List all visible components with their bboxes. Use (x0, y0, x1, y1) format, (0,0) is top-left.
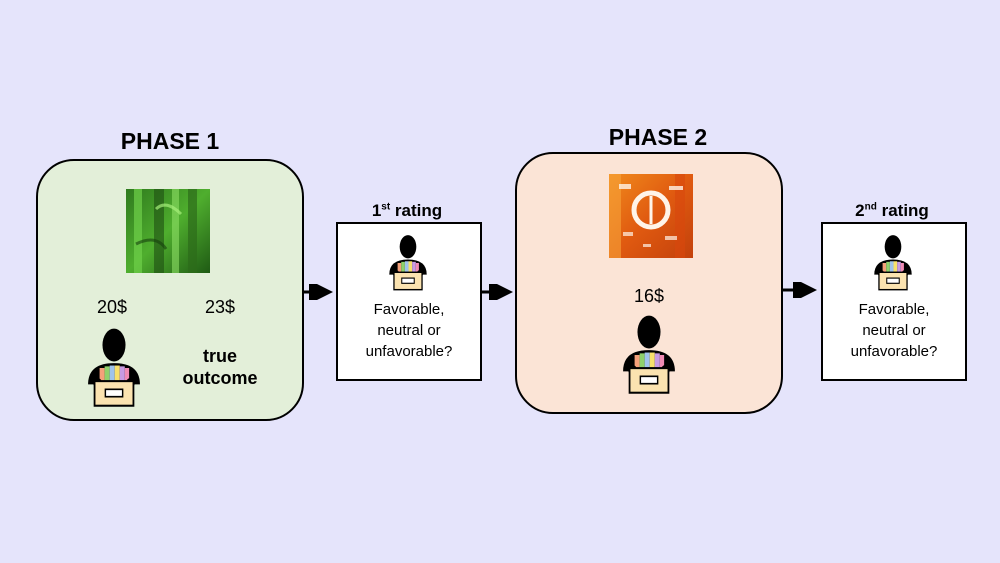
second-rating-box: Favorable, neutral or unfavorable? (821, 222, 967, 381)
arrow-right-icon (302, 284, 333, 300)
phase-2-title: PHASE 2 (608, 124, 708, 150)
bamboo-painting (126, 189, 210, 273)
price-16: 16$ (633, 286, 665, 306)
person-with-crayon-box-icon (382, 234, 434, 292)
first-rating-title: 1st rating (371, 201, 443, 220)
phase-2-box: 16$ (515, 152, 783, 414)
first-rating-box: Favorable, neutral or unfavorable? (336, 222, 482, 381)
price-20: 20$ (96, 297, 128, 317)
rating-question: Favorable, neutral or unfavorable? (850, 301, 938, 360)
person-with-crayon-box-icon (613, 314, 685, 396)
rating-question: Favorable, neutral or unfavorable? (365, 301, 453, 360)
price-23: 23$ (204, 297, 236, 317)
person-with-crayon-box-icon (867, 234, 919, 292)
true-outcome-label: true outcome (182, 346, 258, 388)
orange-abstract-painting (609, 174, 693, 258)
second-rating-title: 2nd rating (855, 201, 929, 220)
arrow-right-icon (782, 282, 817, 298)
phase-1-box: 20$ 23$ true outcome (36, 159, 304, 421)
arrow-right-icon (480, 284, 513, 300)
phase-1-title: PHASE 1 (120, 128, 220, 154)
person-with-crayon-box-icon (78, 327, 150, 409)
